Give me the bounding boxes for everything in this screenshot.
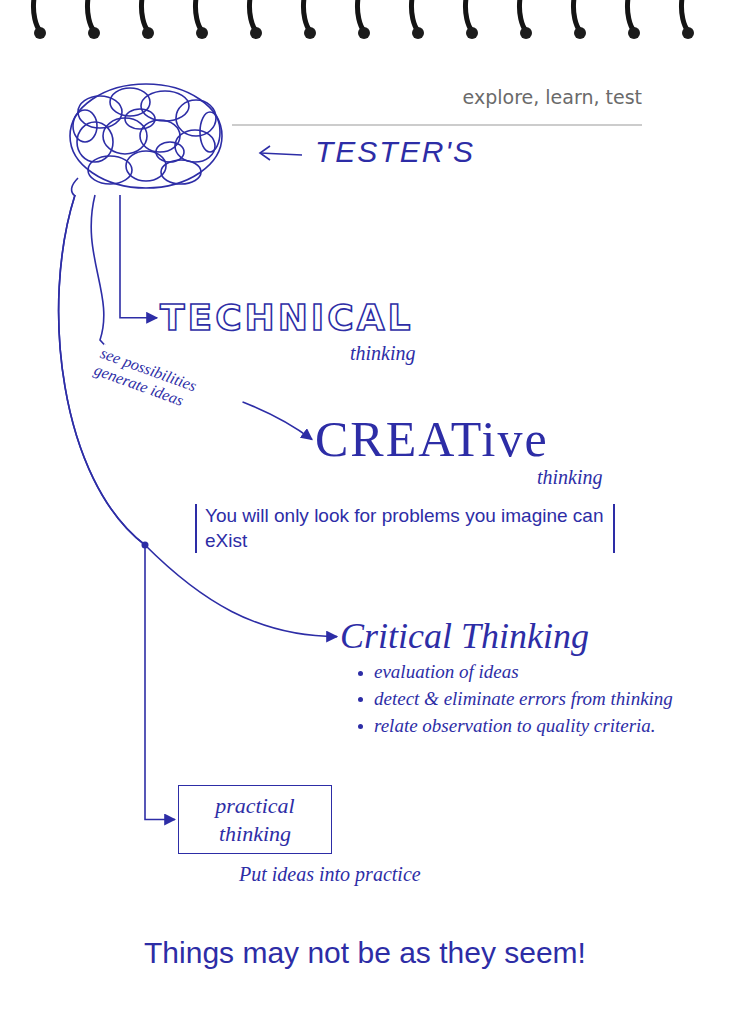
node-text: detect & eliminate errors from thinking bbox=[374, 687, 694, 712]
node-text: thinking bbox=[537, 466, 603, 489]
node-title: TECHNICAL bbox=[160, 298, 413, 338]
node-title: CREATive bbox=[315, 412, 549, 467]
node-text: evaluation of ideas bbox=[374, 660, 694, 685]
header-rule bbox=[232, 124, 642, 125]
spiral-binding bbox=[33, 0, 694, 39]
pointer-arrow bbox=[260, 146, 302, 160]
connector-arrow bbox=[59, 195, 337, 637]
node-title: TESTER'S bbox=[315, 135, 475, 169]
creative-node: CREATivethinkingYou will only look for p… bbox=[315, 412, 549, 467]
node-title: Critical Thinking bbox=[340, 615, 694, 658]
node-title: practical thinking bbox=[195, 792, 315, 847]
brain-scribble bbox=[70, 84, 222, 196]
critical-node: Critical Thinkingevaluation of ideasdete… bbox=[340, 615, 694, 738]
header-label: explore, learn, test bbox=[463, 86, 642, 108]
brain-node: TESTER'S bbox=[65, 85, 225, 195]
edge-label: see possibilities generate ideas bbox=[91, 344, 245, 430]
connector-arrow bbox=[120, 195, 157, 318]
node-text: relate observation to quality criteria. bbox=[374, 714, 694, 739]
caption: Things may not be as they seem! bbox=[0, 936, 730, 970]
connector-arrow bbox=[59, 195, 175, 820]
technical-node: TECHNICALthinking bbox=[160, 298, 413, 338]
node-text: Put ideas into practice bbox=[239, 863, 421, 886]
practical-box: practical thinkingPut ideas into practic… bbox=[178, 785, 332, 854]
node-text: thinking bbox=[350, 342, 416, 365]
node-text: You will only look for problems you imag… bbox=[195, 504, 615, 553]
